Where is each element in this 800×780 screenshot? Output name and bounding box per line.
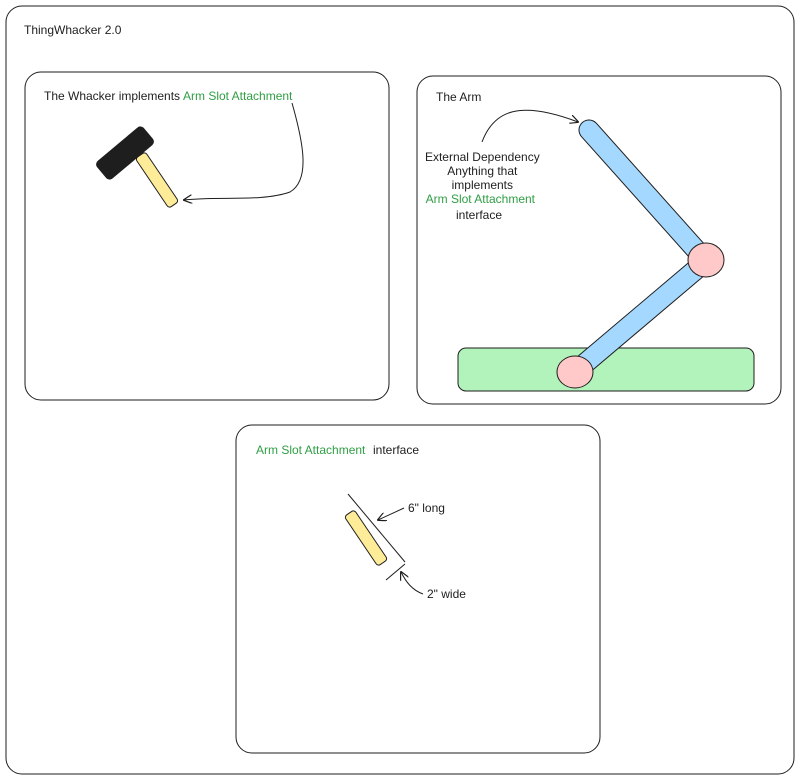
arm-note-line-1: External Dependency [425,150,540,164]
arm-upper-segment [579,120,716,271]
hammer-head [96,126,154,180]
whacker-label-highlight: Arm Slot Attachment [183,89,293,103]
width-arrow [401,572,424,595]
whacker-panel-frame [24,71,390,401]
width-label: 2" wide [427,587,466,601]
interface-label: Arm Slot Attachment interface [256,443,419,457]
arm-note: External Dependency Anything that implem… [425,150,543,222]
arm-note-line-3: implements [452,178,513,192]
arm-note-line-2: Anything that [447,164,518,178]
arm-note-highlight: Arm Slot Attachment [426,192,536,206]
width-dimension-line [385,563,406,581]
interface-panel: Arm Slot Attachment interface 6" long 2"… [235,424,601,754]
whacker-arrow [184,102,304,200]
arm-elbow-joint [687,242,725,278]
arm-lower-segment [566,251,716,381]
whacker-label-prefix: The Whacker implements [44,89,180,103]
outer-frame [5,5,795,775]
arm-base-joint [556,355,594,389]
arm-panel: The Arm External Dependency Anything tha… [416,75,782,405]
length-arrow [378,507,405,520]
arm-title: The Arm [436,90,481,104]
hammer-handle [135,152,179,208]
arm-note-suffix: interface [456,208,502,222]
interface-label-highlight: Arm Slot Attachment [256,443,366,457]
interface-label-suffix: interface [373,443,419,457]
whacker-label: The Whacker implements Arm Slot Attachme… [44,89,293,103]
interface-panel-frame [235,424,601,754]
arm-note-arrow [481,109,578,143]
length-label: 6" long [408,501,445,515]
length-dimension-line [347,493,406,563]
whacker-panel: The Whacker implements Arm Slot Attachme… [24,71,390,401]
diagram-title: ThingWhacker 2.0 [24,23,122,37]
attachment-handle [344,510,388,566]
arm-panel-frame [416,75,782,405]
